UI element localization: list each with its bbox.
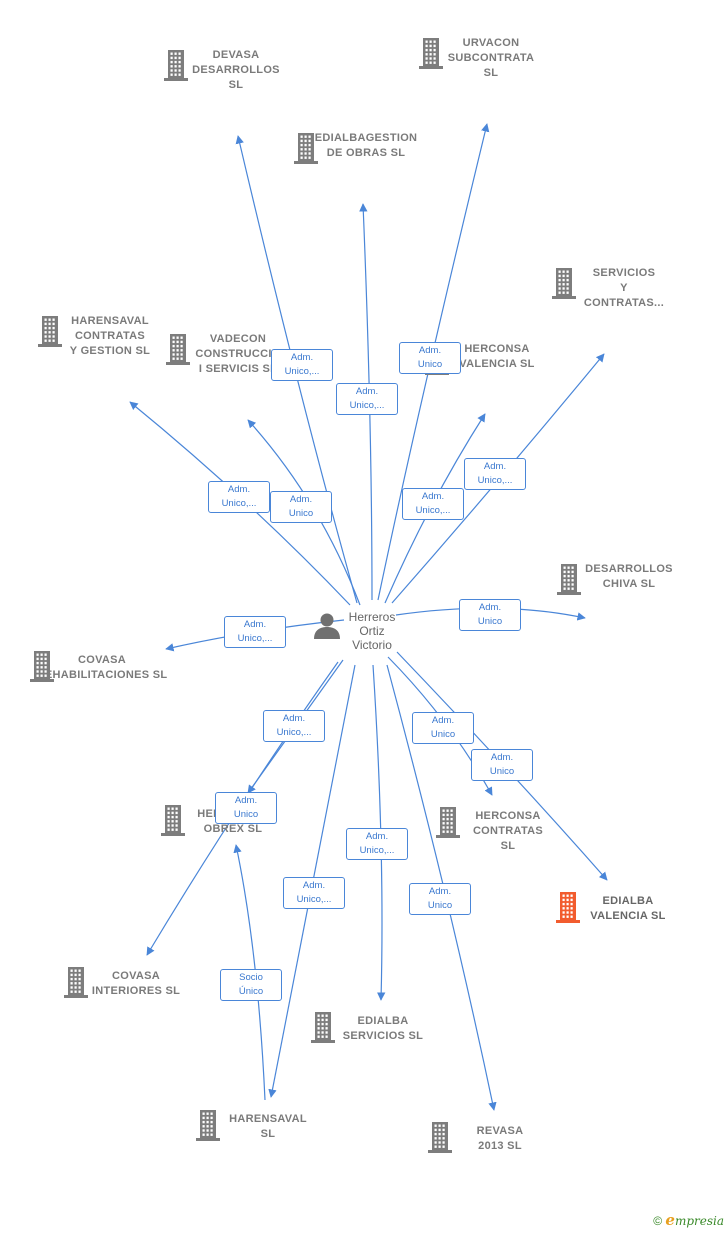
company-node-edialba-valencia[interactable]: EDIALBA VALENCIA SL bbox=[553, 890, 703, 924]
building-icon bbox=[30, 651, 54, 682]
company-label: REVASA 2013 SL bbox=[476, 1125, 524, 1152]
edge-label-herconsa-contratas[interactable]: Adm. Unico bbox=[412, 712, 474, 744]
building-icon bbox=[556, 892, 580, 923]
company-node-revasa[interactable]: REVASA 2013 SL bbox=[425, 1120, 575, 1154]
building-icon bbox=[552, 268, 576, 299]
edge-label-revasa[interactable]: Adm. Unico bbox=[409, 883, 471, 915]
edge-label-herconval[interactable]: Socio Único bbox=[220, 969, 282, 1001]
footer: © empresia bbox=[653, 1211, 724, 1229]
building-icon bbox=[161, 805, 185, 836]
edge-label-covasa-rehab[interactable]: Adm. Unico,... bbox=[224, 616, 286, 648]
company-node-edialba-servicios[interactable]: EDIALBA SERVICIOS SL bbox=[308, 1010, 458, 1044]
company-node-harensaval[interactable]: HARENSAVAL SL bbox=[193, 1108, 343, 1142]
company-label: SERVICIOS Y CONTRATAS... bbox=[583, 267, 665, 309]
company-label: HERCONSA VALENCIA SL bbox=[459, 343, 535, 370]
company-node-servicios[interactable]: SERVICIOS Y CONTRATAS... bbox=[549, 266, 699, 315]
edge-harensaval-to-herconval bbox=[233, 844, 266, 1101]
company-label: DEVASA DESARROLLOS SL bbox=[192, 49, 280, 91]
edge-person-to-urvacon bbox=[377, 123, 490, 601]
company-node-covasa-rehab[interactable]: COVASA REHABILITACIONES SL bbox=[27, 649, 177, 683]
company-label: HARENSAVAL CONTRATAS Y GESTION SL bbox=[69, 315, 151, 357]
brand-logo[interactable]: empresia bbox=[665, 1211, 724, 1229]
company-label: COVASA REHABILITACIONES SL bbox=[36, 654, 168, 681]
company-node-edialbagestion[interactable]: EDIALBAGESTION DE OBRAS SL bbox=[291, 131, 441, 165]
company-label: DESARROLLOS CHIVA SL bbox=[585, 563, 673, 590]
edge-label-edialba-servicios[interactable]: Adm. Unico,... bbox=[346, 828, 408, 860]
building-icon bbox=[164, 50, 188, 81]
edge-label-edialba-valencia[interactable]: Adm. Unico bbox=[471, 749, 533, 781]
company-node-covasa-interiores[interactable]: COVASA INTERIORES SL bbox=[61, 965, 211, 999]
company-label: HARENSAVAL SL bbox=[229, 1113, 307, 1140]
building-icon bbox=[557, 564, 581, 595]
edge-label-harensaval[interactable]: Adm. Unico,... bbox=[283, 877, 345, 909]
building-icon bbox=[166, 334, 190, 365]
building-icon bbox=[436, 807, 460, 838]
edge-label-servicios[interactable]: Adm. Unico,... bbox=[464, 458, 526, 490]
company-node-herconsa-contratas[interactable]: HERCONSA CONTRATAS SL bbox=[433, 805, 583, 854]
edge-label-urvacon[interactable]: Adm. Unico bbox=[399, 342, 461, 374]
building-icon bbox=[419, 38, 443, 69]
edge-label-desarrollos-chiva[interactable]: Adm. Unico bbox=[459, 599, 521, 631]
building-icon bbox=[38, 316, 62, 347]
edge-label-herconsa-valencia[interactable]: Adm. Unico,... bbox=[402, 488, 464, 520]
building-icon bbox=[64, 967, 88, 998]
person-node[interactable]: Herreros Ortiz Victorio bbox=[312, 610, 432, 652]
building-icon bbox=[428, 1122, 452, 1153]
company-label: HERCONSA CONTRATAS SL bbox=[472, 810, 544, 852]
edge-label-covasa-interiores[interactable]: Adm. Unico bbox=[215, 792, 277, 824]
building-icon bbox=[294, 133, 318, 164]
person-name: Herreros Ortiz Victorio bbox=[348, 610, 396, 652]
company-node-desarrollos-chiva[interactable]: DESARROLLOS CHIVA SL bbox=[554, 562, 704, 596]
company-node-urvacon[interactable]: URVACON SUBCONTRATA SL bbox=[416, 36, 566, 85]
company-label: VADECON CONSTRUCCIO I SERVICIS SL bbox=[195, 333, 281, 375]
edge-label-edialbagestion[interactable]: Adm. Unico,... bbox=[336, 383, 398, 415]
building-icon bbox=[196, 1110, 220, 1141]
person-icon bbox=[314, 613, 340, 639]
company-label: EDIALBA VALENCIA SL bbox=[590, 895, 666, 922]
company-node-harensaval-contratas[interactable]: HARENSAVAL CONTRATAS Y GESTION SL bbox=[35, 314, 185, 363]
building-icon bbox=[311, 1012, 335, 1043]
company-label: EDIALBA SERVICIOS SL bbox=[342, 1015, 424, 1042]
copyright-symbol: © bbox=[653, 1214, 663, 1228]
company-label: URVACON SUBCONTRATA SL bbox=[447, 37, 535, 79]
edge-label-vadecon[interactable]: Adm. Unico bbox=[270, 491, 332, 523]
edge-person-to-devasa bbox=[235, 135, 358, 604]
company-label: EDIALBAGESTION DE OBRAS SL bbox=[314, 132, 418, 159]
company-label: COVASA INTERIORES SL bbox=[91, 970, 181, 997]
company-node-devasa[interactable]: DEVASA DESARROLLOS SL bbox=[161, 48, 311, 97]
edge-label-herconval[interactable]: Adm. Unico,... bbox=[263, 710, 325, 742]
edge-label-devasa[interactable]: Adm. Unico,... bbox=[271, 349, 333, 381]
company-node-vadecon[interactable]: VADECON CONSTRUCCIO I SERVICIS SL bbox=[163, 332, 313, 381]
edge-label-harensaval-contratas[interactable]: Adm. Unico,... bbox=[208, 481, 270, 513]
